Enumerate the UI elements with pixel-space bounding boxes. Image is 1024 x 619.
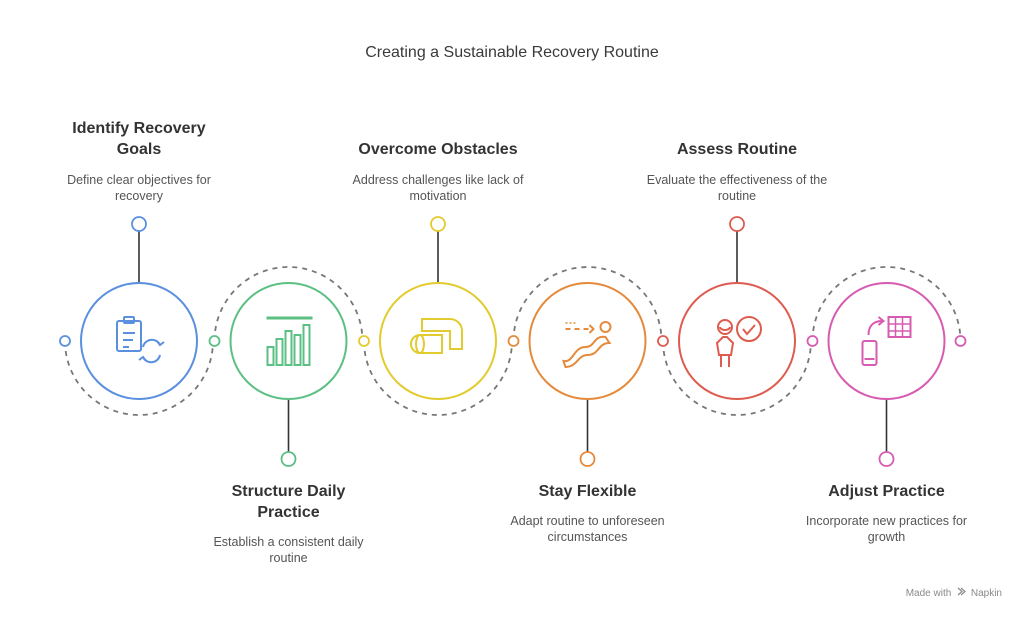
step-circle-5 <box>678 282 796 400</box>
napkin-logo-icon <box>957 587 966 596</box>
step-marker-dot-5 <box>729 216 745 232</box>
step-title-4: Stay Flexible <box>538 483 637 500</box>
join-dot-4 <box>507 335 520 347</box>
clipboard-refresh-icon <box>116 316 165 364</box>
step-title-2: Structure Daily Practice <box>231 483 346 521</box>
person-check-icon <box>715 316 762 367</box>
step-circle-1 <box>80 282 198 400</box>
step-description-4: Adapt routine to unforeseen circumstance… <box>510 514 665 544</box>
step-marker-dot-1 <box>131 216 147 232</box>
step-description-3: Address challenges like lack of motivati… <box>352 173 524 203</box>
diagram-title: Creating a Sustainable Recovery Routine <box>365 44 659 61</box>
connector-arc-2 <box>213 266 364 342</box>
flexible-path-icon <box>562 321 612 369</box>
step-title-1: Identify Recovery Goals <box>72 120 206 158</box>
step-circle-2 <box>229 282 348 400</box>
connector-arc-3 <box>363 340 513 416</box>
watermark-prefix: Made with <box>905 588 952 599</box>
step-marker-dot-6 <box>878 451 895 467</box>
step-marker-dot-3 <box>430 216 446 232</box>
bar-chart-icon <box>266 316 313 366</box>
connector-arc-1 <box>64 340 214 416</box>
join-dot-2 <box>208 335 221 347</box>
step-description-6: Incorporate new practices for growth <box>805 514 968 544</box>
connector-arc-4 <box>512 266 663 342</box>
phone-grid-swap-icon <box>861 316 912 366</box>
connector-arc-6 <box>811 266 962 342</box>
step-description-5: Evaluate the effectiveness of the routin… <box>646 173 828 203</box>
step-description-2: Establish a consistent daily routine <box>213 535 364 565</box>
join-dot-end <box>954 335 967 347</box>
watermark: Made with Napkin <box>906 587 1002 599</box>
join-dot-6 <box>806 335 819 347</box>
step-circle-6 <box>827 282 946 400</box>
connector-arc-5 <box>662 340 812 416</box>
join-dot-1 <box>59 335 71 347</box>
bent-pipe-icon <box>410 318 463 354</box>
step-title-3: Overcome Obstacles <box>358 141 518 158</box>
step-marker-dot-2 <box>280 451 297 467</box>
join-dot-5 <box>657 335 669 347</box>
step-title-5: Assess Routine <box>676 141 798 158</box>
step-title-6: Adjust Practice <box>828 483 945 500</box>
step-description-1: Define clear objectives for recovery <box>67 173 211 203</box>
step-circle-4 <box>528 282 647 400</box>
step-marker-dot-4 <box>579 451 596 467</box>
join-dot-3 <box>358 335 370 347</box>
step-circle-3 <box>379 282 497 400</box>
watermark-brand: Napkin <box>970 588 1002 599</box>
